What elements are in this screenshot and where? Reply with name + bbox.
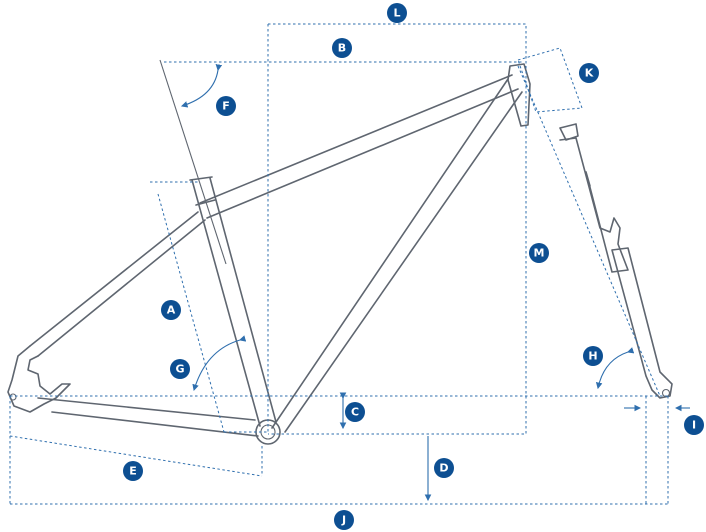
seatpost-axis	[159, 59, 227, 265]
bike-frame	[7, 59, 673, 445]
front-axle	[661, 388, 671, 398]
label-h: H	[588, 350, 597, 363]
down-tube	[271, 78, 523, 433]
label-badge-h: H	[583, 346, 603, 366]
label-d: D	[439, 462, 448, 475]
fork-steerer	[559, 123, 579, 141]
label-c: C	[351, 406, 359, 419]
label-i: I	[692, 419, 696, 432]
dim-g-arc	[192, 335, 247, 392]
dim-h-arc	[595, 347, 635, 390]
label-e: E	[129, 465, 137, 478]
rear-dropout	[7, 345, 71, 413]
label-badge-m: M	[529, 243, 549, 263]
label-m: M	[534, 247, 545, 260]
label-badge-k: K	[579, 63, 599, 83]
label-j: J	[341, 514, 346, 527]
label-f: F	[222, 100, 230, 113]
chain-stay	[37, 397, 259, 437]
dim-l-box	[268, 23, 527, 435]
label-badge-l: L	[387, 3, 407, 23]
seat-stay	[29, 211, 206, 357]
seat-tube	[191, 177, 277, 427]
label-badge-d: D	[434, 458, 454, 478]
dim-k-box	[517, 47, 583, 113]
label-badge-c: C	[345, 402, 365, 422]
label-badge-b: B	[332, 38, 352, 58]
label-badge-i: I	[684, 415, 704, 435]
dim-headtube-axis	[517, 65, 661, 397]
dimension-lines	[9, 23, 690, 505]
label-a: A	[167, 304, 176, 317]
label-badge-e: E	[123, 461, 143, 481]
dim-a-line	[157, 193, 225, 433]
top-tube	[199, 74, 519, 219]
bottom-bracket-inner	[260, 424, 276, 440]
fork-lower	[611, 247, 673, 399]
label-badge-g: G	[170, 359, 190, 379]
head-tube	[507, 63, 531, 127]
label-b: B	[338, 42, 346, 55]
label-l: L	[393, 7, 400, 20]
seat-collar	[189, 176, 216, 206]
label-badge-f: F	[216, 96, 236, 116]
label-badge-a: A	[161, 300, 181, 320]
label-k: K	[585, 67, 594, 80]
label-badge-j: J	[334, 510, 354, 530]
label-g: G	[175, 363, 184, 376]
dim-f-arc	[180, 64, 223, 108]
fork-upper	[559, 137, 629, 273]
